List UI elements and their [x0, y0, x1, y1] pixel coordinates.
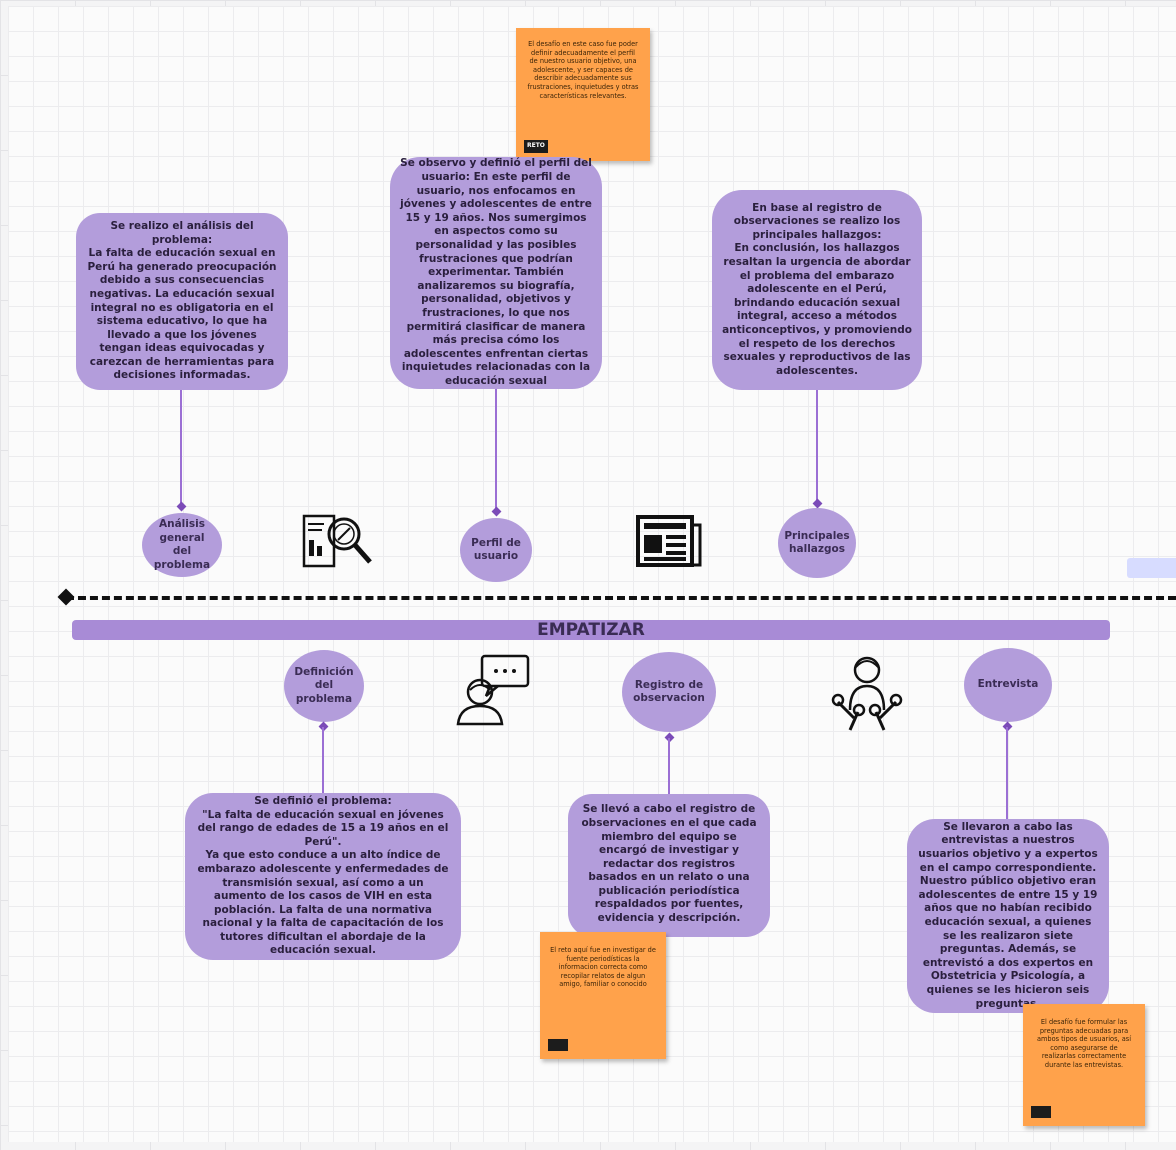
sticky-note-tag [1031, 1106, 1051, 1118]
node-problem-definition[interactable]: Definición del problema [284, 650, 364, 722]
sticky-note-text: El reto aquí fue en investigar de fuente… [550, 946, 656, 989]
card-observation-log[interactable]: Se llevó a cabo el registro de observaci… [568, 794, 770, 937]
phase-label: EMPATIZAR [537, 620, 645, 640]
node-label: Registro de observacion [633, 678, 705, 705]
node-user-profile[interactable]: Perfil de usuario [460, 518, 532, 582]
node-label: Análisis general del problema [153, 518, 211, 571]
phase-bar[interactable]: EMPATIZAR [72, 620, 1110, 640]
card-text: Se definió el problema: "La falta de edu… [197, 794, 449, 957]
sticky-note-tag: RETO [524, 140, 548, 153]
sticky-note-observation[interactable]: El reto aquí fue en investigar de fuente… [540, 932, 666, 1059]
card-text: Se observo y definió el perfil del usuar… [400, 157, 592, 387]
node-label: Principales hallazgos [784, 529, 850, 556]
card-text: En base al registro de observaciones se … [722, 201, 912, 377]
chat-user-icon [456, 654, 530, 726]
node-label: Entrevista [977, 678, 1039, 691]
connector-line [816, 390, 818, 504]
connector-line [180, 390, 182, 508]
interview-microphones-icon [831, 656, 903, 731]
node-observation-log[interactable]: Registro de observacion [622, 652, 716, 732]
timeline-line [66, 596, 1176, 600]
connector-line [322, 727, 324, 793]
node-label: Perfil de usuario [471, 536, 521, 563]
offscreen-chip [1127, 558, 1176, 578]
card-text: Se llevaron a cabo las entrevistas a nue… [918, 820, 1098, 1010]
sticky-note-tag [548, 1039, 568, 1051]
connector-line [495, 389, 497, 511]
card-problem-definition[interactable]: Se definió el problema: "La falta de edu… [185, 793, 461, 960]
card-problem-analysis[interactable]: Se realizo el análisis del problema: La … [76, 213, 288, 390]
sticky-note-reto[interactable]: El desafío en este caso fue poder defini… [516, 28, 650, 161]
card-text: Se llevó a cabo el registro de observaci… [581, 803, 757, 925]
sticky-note-text: El desafío fue formular las preguntas ad… [1036, 1018, 1132, 1069]
document-analysis-icon [302, 514, 372, 568]
node-main-findings[interactable]: Principales hallazgos [778, 508, 856, 578]
card-interview[interactable]: Se llevaron a cabo las entrevistas a nue… [907, 819, 1109, 1013]
card-main-findings[interactable]: En base al registro de observaciones se … [712, 190, 922, 390]
connector-line [1006, 727, 1008, 819]
node-label: Definición del problema [294, 665, 354, 705]
node-problem-analysis[interactable]: Análisis general del problema [142, 513, 222, 577]
card-text: Se realizo el análisis del problema: La … [87, 219, 277, 382]
connector-line [668, 738, 670, 794]
newspaper-icon [636, 515, 702, 567]
sticky-note-interview[interactable]: El desafío fue formular las preguntas ad… [1023, 1004, 1145, 1126]
card-user-profile[interactable]: Se observo y definió el perfil del usuar… [390, 157, 602, 389]
node-interview[interactable]: Entrevista [964, 648, 1052, 722]
sticky-note-text: El desafío en este caso fue poder defini… [527, 40, 639, 100]
